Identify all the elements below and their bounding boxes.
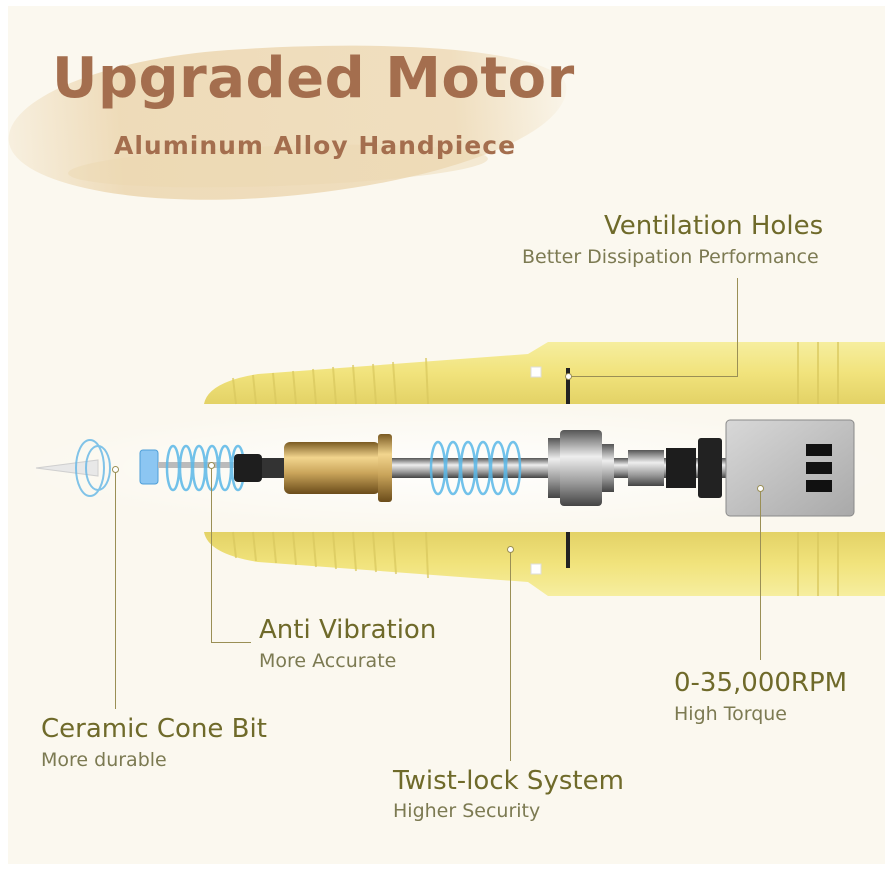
- ceramic-leader: [115, 471, 116, 709]
- anti-vibration-spring: [165, 444, 246, 492]
- bearing-coupling: [548, 430, 722, 506]
- twist-lock-leader: [510, 551, 511, 761]
- handpiece-cutaway-illustration: [18, 342, 885, 596]
- rpm-leader-dot: [757, 485, 764, 492]
- twist-lock-label: Twist-lock System: [393, 766, 624, 796]
- anti-vibration-label: Anti Vibration: [259, 615, 437, 645]
- anti-vibration-sublabel: More Accurate: [259, 650, 397, 672]
- twist-lock-leader-dot: [507, 546, 514, 553]
- page-title: Upgraded Motor: [52, 46, 575, 111]
- page-subtitle: Aluminum Alloy Handpiece: [114, 131, 517, 160]
- motor-block: [725, 419, 855, 517]
- brass-collet: [234, 434, 392, 502]
- ceramic-bit-label: Ceramic Cone Bit: [41, 714, 267, 744]
- ventilation-leader-horizontal: [568, 376, 738, 377]
- handpiece-top-shell: [204, 342, 885, 405]
- shaft-spring: [429, 440, 522, 496]
- ventilation-leader-dot: [565, 373, 572, 380]
- ceramic-leader-dot: [112, 466, 119, 473]
- ventilation-holes-sublabel: Better Dissipation Performance: [522, 246, 819, 268]
- twist-lock-sublabel: Higher Security: [393, 800, 541, 822]
- handpiece-bottom-shell: [204, 531, 885, 596]
- rpm-label: 0-35,000RPM: [674, 668, 848, 698]
- ventilation-holes-label: Ventilation Holes: [604, 211, 824, 241]
- rpm-leader: [760, 490, 761, 660]
- rpm-sublabel: High Torque: [674, 703, 787, 725]
- anti-vibration-leader-dot: [208, 462, 215, 469]
- anti-vibration-leader-horizontal: [211, 642, 251, 643]
- ceramic-cone-bit: [35, 439, 248, 497]
- ventilation-leader-vertical: [737, 278, 738, 376]
- ceramic-bit-sublabel: More durable: [41, 749, 167, 771]
- anti-vibration-leader-vertical: [211, 467, 212, 642]
- product-infographic: Upgraded Motor Aluminum Alloy Handpiece: [8, 6, 885, 864]
